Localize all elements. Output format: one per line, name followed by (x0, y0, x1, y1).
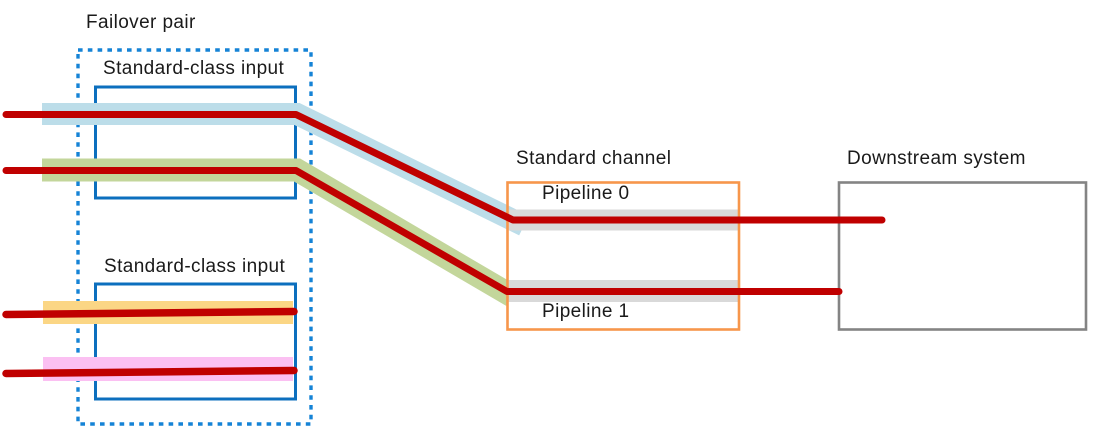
standard-channel-label: Standard channel (516, 148, 672, 169)
input-box-top (94, 85, 297, 200)
input-bottom-label: Standard-class input (104, 256, 286, 277)
input-top-label: Standard-class input (103, 58, 285, 79)
signal-line-standby-d (2, 366, 298, 378)
input-box-bottom (94, 282, 297, 401)
standard-channel-box (506, 181, 741, 331)
signal-line-standby-c (2, 307, 298, 319)
signal-line-pipeline-0 (2, 111, 886, 224)
pipeline-0-label: Pipeline 0 (542, 183, 630, 204)
downstream-system-label: Downstream system (847, 148, 1026, 169)
signal-line-pipeline-1 (2, 167, 843, 295)
downstream-system-box (837, 181, 1088, 331)
failover-pair-label: Failover pair (86, 12, 196, 33)
pipeline-1-label: Pipeline 1 (542, 301, 630, 322)
